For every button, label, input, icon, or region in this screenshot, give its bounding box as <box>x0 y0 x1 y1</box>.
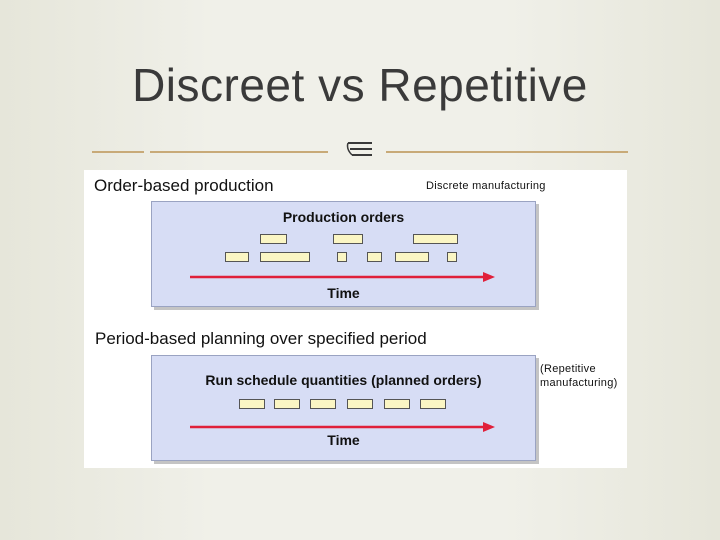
repetitive-note-line-1: (Repetitive <box>540 363 596 375</box>
slide-title: Discreet vs Repetitive <box>132 59 588 111</box>
time-arrow <box>190 272 495 282</box>
production-orders-label: Production orders <box>282 209 405 225</box>
planned-order-bar <box>274 399 300 409</box>
production-order-bar <box>260 234 287 244</box>
production-order-bar <box>333 234 363 244</box>
production-order-bar <box>395 252 429 262</box>
manufacturing-diagram: Order-based production Discrete manufact… <box>84 170 627 468</box>
title-rule-left <box>150 151 328 153</box>
planned-order-bar <box>310 399 336 409</box>
title-rule-left-short <box>92 151 144 153</box>
planned-order-bar <box>420 399 446 409</box>
discrete-manufacturing-note: Discrete manufacturing <box>426 180 546 192</box>
run-schedule-label: Run schedule quantities (planned orders) <box>205 372 482 388</box>
order-based-heading: Order-based production <box>94 176 274 195</box>
time-arrow <box>190 422 495 432</box>
repetitive-note-line-2: manufacturing) <box>540 377 618 389</box>
repetitive-manufacturing-note: (Repetitive manufacturing) <box>540 362 618 390</box>
run-schedule-panel: Run schedule quantities (planned orders)… <box>151 355 536 461</box>
time-label: Time <box>327 432 360 448</box>
production-order-bar <box>367 252 382 262</box>
production-orders-panel: Production orders Time <box>151 201 536 307</box>
planned-order-bar <box>384 399 410 409</box>
time-label: Time <box>327 285 360 301</box>
production-order-bar <box>447 252 457 262</box>
production-order-bar <box>337 252 347 262</box>
planned-order-bar <box>347 399 373 409</box>
ornament-icon <box>346 142 372 156</box>
production-order-bar <box>260 252 310 262</box>
title-rule-right <box>386 151 628 153</box>
planned-order-bar <box>239 399 265 409</box>
production-order-bar <box>413 234 458 244</box>
production-order-bar <box>225 252 249 262</box>
period-based-heading: Period-based planning over specified per… <box>95 329 427 348</box>
